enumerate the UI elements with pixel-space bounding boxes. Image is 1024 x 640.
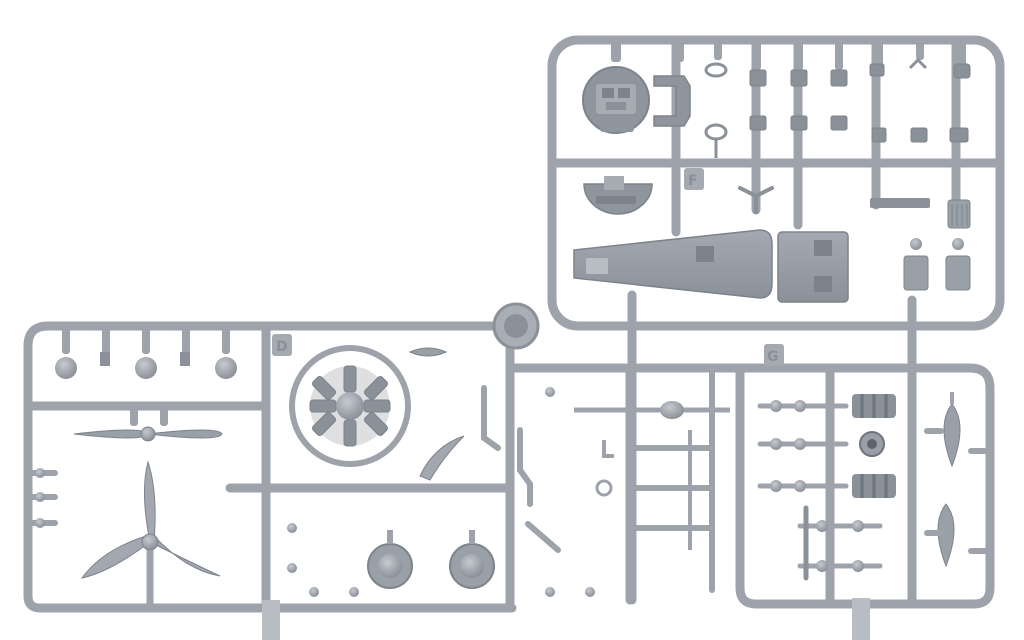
bulkhead-block-1 bbox=[814, 240, 832, 256]
floor-block bbox=[696, 246, 714, 262]
side-parts-d bbox=[28, 468, 58, 528]
teardrop-parts bbox=[937, 392, 961, 568]
sprue-letter-tab-d bbox=[272, 334, 292, 356]
strut-part-1 bbox=[481, 385, 501, 451]
main-wheel-parts bbox=[367, 530, 495, 589]
rack-part bbox=[870, 198, 930, 208]
floor-tab bbox=[586, 258, 608, 274]
exhaust-part bbox=[525, 521, 561, 553]
cylinder-parts bbox=[903, 238, 971, 291]
sprue-letter-f: F bbox=[688, 173, 698, 189]
bulkhead-block-2 bbox=[814, 276, 832, 292]
sprue-letter-d: D bbox=[276, 339, 288, 355]
sprue-letter-g: G bbox=[767, 349, 779, 365]
radial-engine-part bbox=[289, 345, 411, 467]
strut-part-2 bbox=[517, 427, 533, 507]
gate-stubs-d bbox=[62, 326, 230, 426]
three-blade-propeller-part bbox=[80, 460, 221, 604]
cylinder-bank-2 bbox=[852, 474, 896, 498]
small-wheel-parts bbox=[55, 352, 237, 379]
sprue-letter-tab-g bbox=[764, 344, 784, 366]
radiator-part bbox=[947, 199, 971, 229]
instrument-panel-part bbox=[582, 66, 650, 134]
gear-part bbox=[859, 431, 885, 457]
small-parts-f-row2 bbox=[749, 115, 969, 143]
sprue-gate-disc-inner bbox=[504, 314, 528, 338]
sprue-letter-tab-f bbox=[684, 168, 704, 190]
control-wheel-part bbox=[704, 123, 728, 158]
gate-stubs-top bbox=[611, 40, 966, 70]
rods-right-of-column bbox=[629, 365, 715, 593]
cockpit-floor-part bbox=[573, 229, 773, 299]
display-stand-legs bbox=[262, 598, 870, 640]
seat-part bbox=[583, 176, 653, 215]
small-knob-1 bbox=[545, 387, 555, 397]
side-stubs-g bbox=[924, 428, 988, 554]
cowl-flap-part bbox=[419, 435, 465, 481]
sprue-frame-d bbox=[23, 321, 635, 613]
bracket-part bbox=[653, 75, 691, 127]
rudder-pedal-part bbox=[738, 186, 774, 214]
two-blade-propeller-part bbox=[73, 426, 223, 442]
shaft-knobs-g bbox=[770, 400, 864, 572]
radiator-grill bbox=[951, 204, 968, 226]
bulkhead-part bbox=[777, 231, 849, 303]
bottom-knobs-d bbox=[287, 523, 595, 597]
small-wing-part bbox=[408, 347, 448, 357]
small-parts-f-row1 bbox=[704, 57, 971, 87]
cylinder-bank-1 bbox=[852, 394, 896, 418]
